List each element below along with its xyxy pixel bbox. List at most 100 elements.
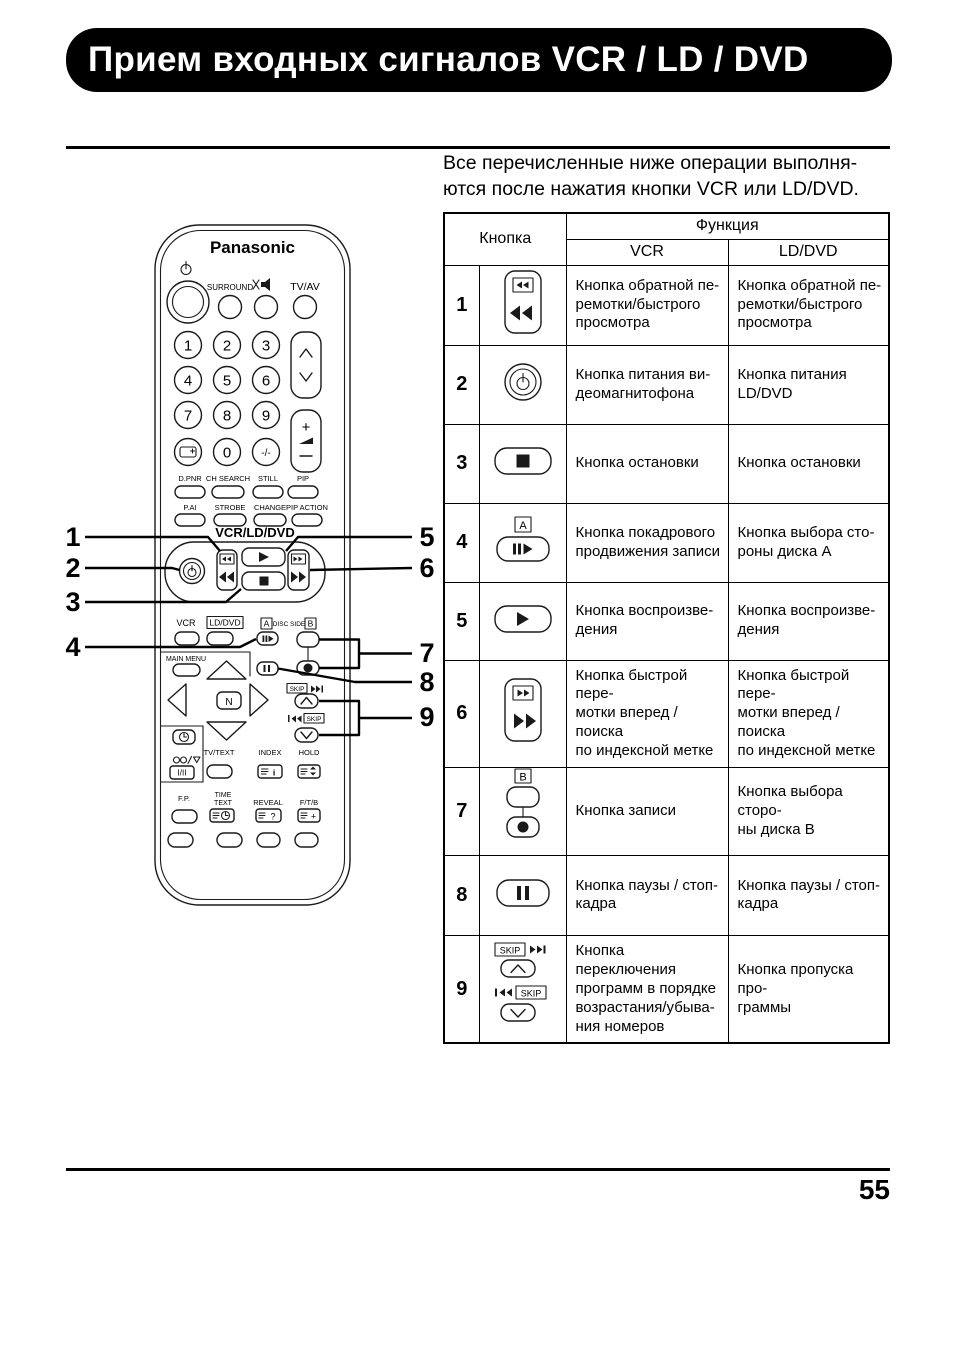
callout-8: 8 [419,667,434,697]
table-row: 6 Кнопка быстрой пере- мотки вперед / по… [443,659,890,768]
svg-text:6: 6 [262,373,270,390]
callout-numbers: 1 2 3 4 5 6 7 8 9 [65,522,434,732]
reveal-label: REVEAL [253,798,283,807]
vcr-mode-button [174,631,200,646]
disc-side-b-button [296,631,320,648]
svg-text:A: A [519,520,527,532]
callout-2: 2 [65,553,80,583]
ld-dvd-mode-label: LD/DVD [209,618,240,628]
rewind-icon [503,269,542,334]
off-timer-button [172,729,196,745]
pause-icon [495,879,550,907]
tv-text-button [206,764,233,779]
navigation-pad: N [167,660,269,741]
svg-text:SKIP: SKIP [307,716,322,723]
play-icon [493,604,552,633]
tv-av-button [292,294,318,320]
callout-6: 6 [419,553,434,583]
fp-button [171,809,198,824]
power-icon [180,260,192,276]
header-ld-dvd: LD/DVD [727,238,890,266]
svg-text:A: A [264,619,270,629]
panel-partitions [160,651,251,783]
fast-forward-button [287,549,310,591]
table-row: 3 Кнопка остановки Кнопка остановки [443,423,890,504]
callout-7: 7 [419,638,434,668]
picture-function-buttons: D.PNR CH SEARCH STILL PIP P.AI STROBE CH… [174,474,328,527]
ld-dvd-mode-button [206,631,234,646]
tv-text-label: TV/TEXT [204,748,235,757]
tv-av-label: TV/AV [290,281,320,293]
svg-text:?: ? [270,812,275,822]
table-row: 5 Кнопка воспроизве- дения Кнопка воспро… [443,581,890,661]
svg-text:8: 8 [223,408,231,425]
table-row: 4 A Кнопка покадрового продвижения запис… [443,502,890,583]
time-text-label-1: TIME [215,792,232,799]
svg-text:SKIP: SKIP [520,988,541,998]
svg-text:1: 1 [184,338,192,355]
skip-up-button: SKIP [286,682,323,709]
header-button: Кнопка [443,212,567,266]
header-rule [66,146,890,149]
svg-text:5: 5 [223,373,231,390]
mute-button [253,294,279,320]
surround-button [217,294,243,320]
transport-panel [164,541,326,603]
hold-button [297,764,321,779]
svg-text:+: + [311,812,316,822]
page-title: Прием входных сигналов VCR / LD / DVD [66,28,892,92]
callout-lines [85,535,413,737]
remote-control-illustration: Panasonic SURROUND TV/AV 1 2 3 4 5 6 [65,224,435,906]
callout-4: 4 [65,632,80,662]
svg-text:CH SEARCH: CH SEARCH [206,474,250,483]
reveal-button: ? [255,808,282,823]
disc-side-labels: A DISC SIDE B [260,617,317,630]
page-number: 55 [858,1174,890,1205]
callout-1: 1 [65,522,80,552]
sound-i-ii-button: I/II [169,765,195,780]
svg-text:PIP: PIP [297,474,309,483]
svg-text:9: 9 [262,408,270,425]
svg-text:B: B [308,619,314,629]
svg-text:-/-: -/- [261,448,270,459]
volume-rocker: + [290,409,322,473]
svg-text:N: N [225,697,232,708]
program-dash-button: -/- [251,437,281,467]
svg-text:PIP ACTION: PIP ACTION [286,503,328,512]
svg-text:3: 3 [262,338,270,355]
surround-label: SURROUND [207,283,253,292]
skip-icon: SKIP SKIP [493,942,547,1022]
header-function: Функция [565,212,890,240]
svg-text:4: 4 [184,373,192,390]
svg-text:SKIP: SKIP [499,945,520,955]
digit-keypad: 1 2 3 4 5 6 7 8 9 [173,330,281,430]
fast-forward-icon [503,678,542,742]
header-vcr: VCR [565,238,729,266]
table-row: 9 SKIP SKIP [443,934,890,1044]
svg-text:+: + [302,419,311,436]
svg-text:7: 7 [184,408,192,425]
power-icon [503,363,542,401]
table-row: 7 B Кнопка записи Кнопка выбора сторо- н… [443,766,890,856]
svg-text:STROBE: STROBE [215,503,246,512]
record-icon: B [505,768,540,838]
skip-down-button: SKIP [288,712,325,743]
svg-text:STILL: STILL [258,474,278,483]
power-button [166,280,210,324]
intro-text: Все перечисленные ниже операции выполня-… [443,152,859,200]
vcr-power-button [178,557,206,585]
fp-label: F.P. [178,794,190,803]
rewind-button [216,549,238,591]
play-button [241,547,286,567]
display-button [173,437,203,467]
svg-text:SKIP: SKIP [290,686,305,693]
svg-text:CHANGE: CHANGE [254,503,286,512]
table-row: 8 Кнопка паузы / стоп- кадра Кнопка пауз… [443,854,890,936]
ld-dvd-label-box [206,615,244,630]
table-row: 2 Кнопка питания ви- деомагнитофона Кноп… [443,344,890,425]
svg-text:I/II: I/II [178,769,187,778]
svg-text:D.PNR: D.PNR [178,474,202,483]
blank-buttons [167,832,319,848]
brand-logo: Panasonic [210,238,295,257]
channel-rocker [290,331,322,399]
